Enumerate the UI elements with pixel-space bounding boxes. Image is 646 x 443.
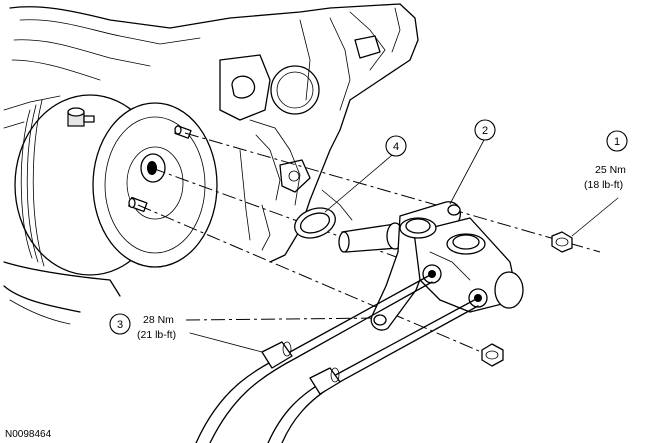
- callout-2-circle: [474, 119, 496, 141]
- brake-booster: [3, 94, 218, 325]
- callout-1-torque-nm: 25 Nm: [595, 164, 626, 176]
- tube-nut-2: [309, 367, 341, 395]
- booster-stud-lower: [128, 196, 148, 213]
- callout-4-number: 4: [393, 141, 399, 153]
- master-cylinder: [338, 201, 524, 331]
- callout-3-number: 3: [117, 319, 123, 331]
- leader-lines: [189, 139, 619, 353]
- nut-lower: [481, 343, 504, 367]
- callout-3: 3 28 Nm (21 lb-ft): [109, 313, 176, 341]
- callout-1-circle: [606, 130, 628, 152]
- firewall-structure: [3, 3, 419, 263]
- callout-2: 2: [474, 119, 496, 141]
- callout-3-circle: [109, 313, 131, 335]
- nut-upper: [551, 231, 573, 253]
- callout-4-circle: [385, 135, 407, 157]
- callout-1-torque-lbft: (18 lb-ft): [584, 179, 623, 191]
- callout-2-number: 2: [482, 125, 488, 137]
- tube-nut-1: [261, 341, 293, 369]
- callout-1-number: 1: [614, 136, 620, 148]
- brake-lines: [195, 273, 479, 443]
- callout-4: 4: [385, 135, 407, 157]
- figure-id: N0098464: [5, 429, 52, 440]
- vacuum-check-valve: [67, 107, 95, 127]
- callout-3-torque-lbft: (21 lb-ft): [137, 329, 176, 341]
- callout-1: 1 25 Nm (18 lb-ft): [584, 130, 628, 191]
- callout-3-torque-nm: 28 Nm: [143, 314, 174, 326]
- seal-o-ring: [294, 207, 336, 239]
